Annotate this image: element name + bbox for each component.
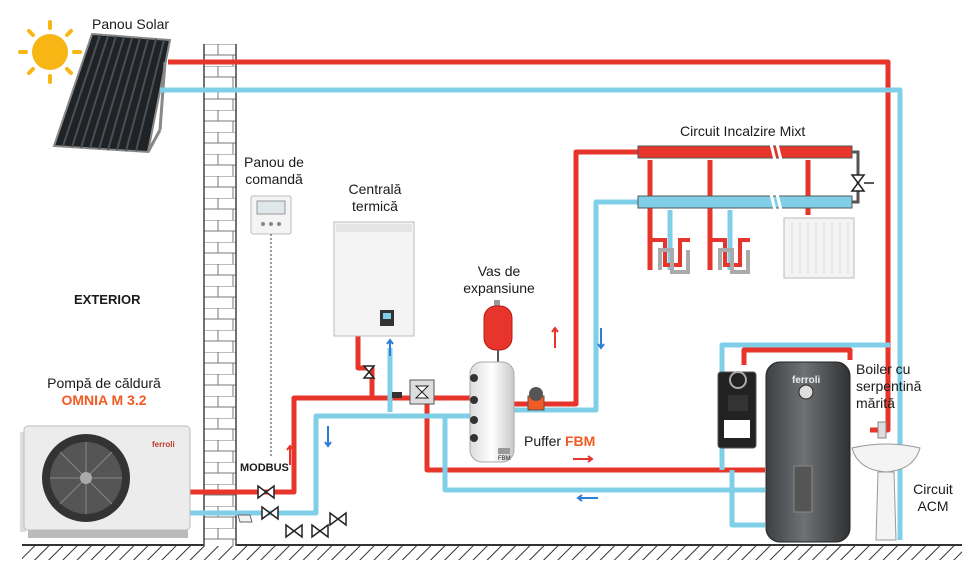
brick-wall: [203, 44, 237, 546]
wall-boiler-label-line1: Centrală: [348, 181, 402, 197]
flow-arrows: [286, 326, 605, 502]
exterior-label: EXTERIOR: [74, 292, 141, 307]
acm-circuit-label-line1: Circuit: [913, 481, 953, 497]
heat-pump-valves: [257, 365, 376, 539]
sink-icon: [851, 421, 921, 541]
heat-pump-label-line1: Pompă de căldură: [47, 375, 161, 391]
control-panel-label-line2: comandă: [245, 171, 303, 187]
wall-boiler-label: Centrală termică: [336, 181, 414, 215]
expansion-vessel-label: Vas de expansiune: [456, 263, 542, 297]
expansion-vessel-label-line1: Vas de: [477, 263, 521, 279]
fill-pipe-icon: [237, 514, 253, 523]
acm-tank-label-line2: serpentină: [856, 378, 922, 394]
puffer-label-model: FBM: [565, 433, 596, 449]
solar-panel-label: Panou Solar: [92, 16, 170, 32]
radiator-icon: [783, 217, 855, 279]
acm-circuit-label-line2: ACM: [917, 498, 949, 514]
hydraulic-module-icon: [717, 371, 757, 449]
acm-boiler-tank-icon: [765, 361, 851, 543]
underfloor-loops: [648, 238, 750, 274]
expansion-vessel-icon: [483, 300, 513, 362]
heat-pump-brand-logo: ferroli: [152, 440, 175, 449]
acm-tank-label: Boiler cu serpentină mărită: [856, 361, 921, 412]
heat-pump-model: OMNIA M 3.2: [61, 392, 147, 408]
heat-pump-unit-icon: [20, 425, 191, 538]
wall-boiler-icon: [333, 221, 415, 337]
sun-icon: [18, 20, 82, 84]
tank-brand-logo: ferroli: [792, 375, 821, 386]
puffer-brand-logo: FBM: [498, 456, 511, 462]
acm-tank-label-line1: Boiler cu: [856, 361, 911, 377]
mixing-valve-icon: [850, 174, 874, 192]
heating-manifold: [637, 139, 860, 215]
acm-circuit-label: Circuit ACM: [910, 481, 956, 515]
puffer-label: Puffer FBM: [524, 433, 595, 450]
wall-boiler-label-line2: termică: [352, 198, 398, 214]
circulation-pump-icon: [527, 387, 545, 411]
heat-pump-label: Pompă de căldură OMNIA M 3.2: [34, 375, 174, 409]
puffer-label-prefix: Puffer: [524, 433, 562, 449]
control-panel-icon: [250, 195, 292, 458]
acm-tank-label-line3: mărită: [856, 395, 895, 411]
expansion-vessel-label-line2: expansiune: [463, 280, 535, 296]
puffer-tank-icon: [469, 361, 515, 463]
control-panel-label-line1: Panou de: [244, 154, 304, 170]
control-panel-label: Panou de comandă: [238, 154, 310, 188]
modbus-label: MODBUS: [240, 462, 289, 474]
heating-circuit-label: Circuit Incalzire Mixt: [680, 123, 806, 139]
solar-panel-icon: [52, 32, 172, 154]
ground: [22, 544, 962, 560]
three-way-valve-icon: [392, 379, 435, 405]
